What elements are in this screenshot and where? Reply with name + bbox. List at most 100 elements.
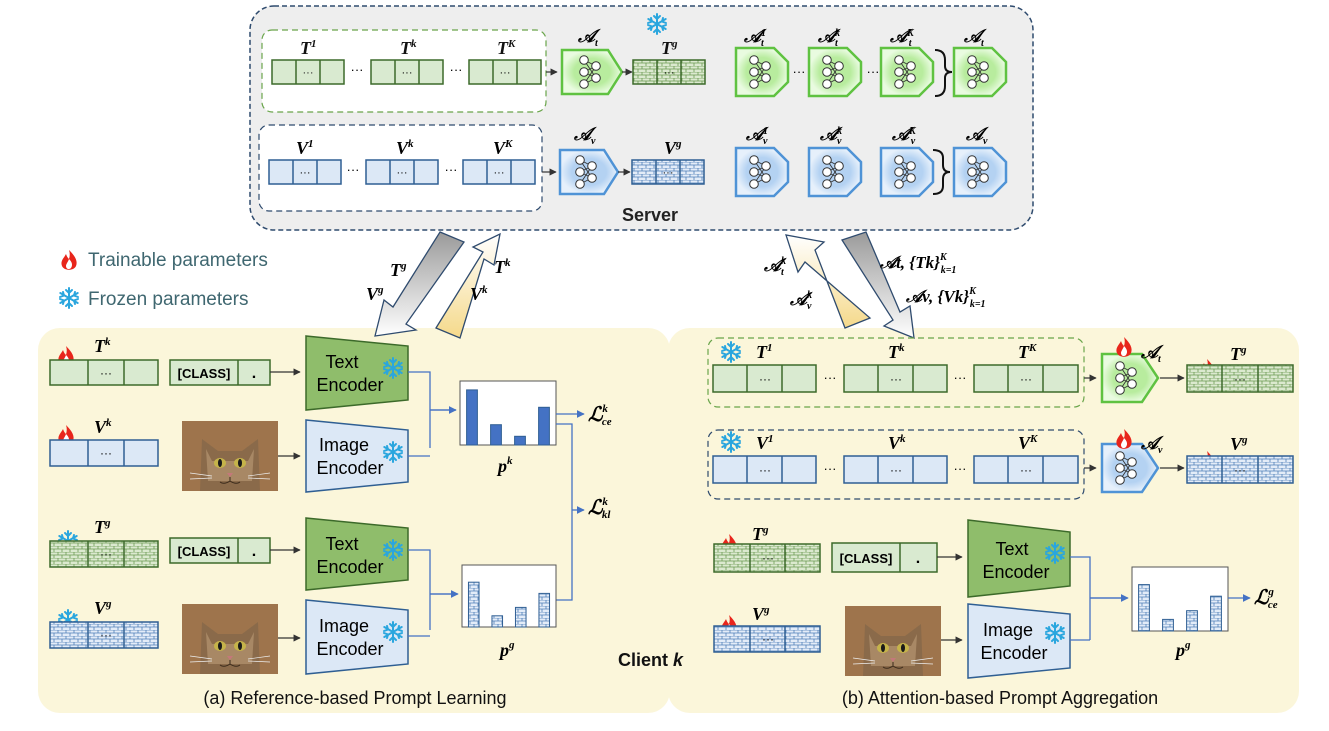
ellipsis: ··· bbox=[347, 162, 360, 177]
text-attention-aggregated bbox=[952, 46, 1008, 98]
bar bbox=[538, 406, 550, 446]
svg-text:Image: Image bbox=[319, 616, 369, 636]
server-visual-attention-label: 𝒜v bbox=[573, 124, 597, 147]
legend-trainable: Trainable parameters bbox=[88, 250, 268, 271]
server-text-attention-label: 𝒜t bbox=[577, 26, 601, 49]
svg-text:···: ··· bbox=[100, 366, 112, 380]
class-token-box: [CLASS] . bbox=[169, 359, 271, 386]
client-b-visual-attention-label: 𝒜v bbox=[1140, 433, 1164, 456]
ellipsis: ··· bbox=[954, 370, 967, 385]
server-global-visual-prompt: ··· Vg bbox=[631, 138, 705, 185]
svg-text:Image: Image bbox=[319, 435, 369, 455]
chart-pk-label: pk bbox=[496, 455, 513, 476]
svg-text:Vg: Vg bbox=[752, 604, 770, 624]
svg-text:VK: VK bbox=[1018, 433, 1038, 453]
text-encoder-b: Text Encoder bbox=[967, 519, 1071, 598]
svg-text:···: ··· bbox=[402, 67, 413, 79]
svg-text:···: ··· bbox=[663, 167, 674, 179]
server-visual-attention-module bbox=[558, 148, 620, 196]
class-token-box: [CLASS] . bbox=[169, 537, 271, 564]
client-b-global-text-prompt: ··· Tg bbox=[1186, 344, 1294, 393]
visual-attention-K bbox=[879, 146, 935, 198]
svg-text:Text: Text bbox=[325, 352, 358, 372]
caption-b: (b) Attention-based Prompt Aggregation bbox=[842, 688, 1158, 708]
bar bbox=[1138, 584, 1150, 632]
svg-text:Vg: Vg bbox=[664, 138, 682, 158]
svg-text:Vg: Vg bbox=[1230, 434, 1248, 454]
ellipsis: ··· bbox=[450, 62, 463, 77]
visual-attention-1 bbox=[734, 146, 790, 198]
ellipsis: ··· bbox=[445, 162, 458, 177]
arrow-server-to-client-left bbox=[374, 231, 465, 337]
svg-text:Vk: Vk bbox=[888, 433, 906, 453]
bar bbox=[514, 435, 526, 446]
svg-text:T1: T1 bbox=[300, 38, 317, 58]
svg-text:···: ··· bbox=[762, 632, 774, 646]
ellipsis: ··· bbox=[351, 62, 364, 77]
svg-text:Tg: Tg bbox=[94, 517, 111, 537]
svg-text:···: ··· bbox=[890, 372, 902, 386]
arrow-server-to-client-right bbox=[841, 231, 915, 340]
text-attention-1 bbox=[734, 46, 790, 98]
text-attention-agg-label: 𝒜t bbox=[963, 26, 987, 49]
svg-text:V1: V1 bbox=[756, 433, 774, 453]
svg-text:Image: Image bbox=[983, 620, 1033, 640]
bar bbox=[467, 581, 480, 628]
svg-text:Vk: Vk bbox=[94, 417, 112, 437]
svg-text:···: ··· bbox=[100, 446, 112, 460]
text-attention-K bbox=[879, 46, 935, 98]
arrow-client-to-server-left bbox=[435, 232, 501, 339]
svg-text:Text: Text bbox=[325, 534, 358, 554]
svg-text:···: ··· bbox=[500, 67, 511, 79]
bar bbox=[514, 606, 527, 628]
svg-text:···: ··· bbox=[1020, 372, 1032, 386]
cat-image bbox=[181, 420, 279, 492]
svg-text:···: ··· bbox=[1234, 463, 1246, 477]
svg-text:[CLASS]: [CLASS] bbox=[178, 366, 231, 381]
client-text-prompt-group bbox=[707, 337, 1085, 408]
svg-text:[CLASS]: [CLASS] bbox=[178, 544, 231, 559]
svg-text:[CLASS]: [CLASS] bbox=[840, 551, 893, 566]
bar bbox=[1186, 610, 1198, 632]
svg-text:Tk: Tk bbox=[888, 342, 905, 362]
server-global-text-prompt: ··· Tg bbox=[632, 38, 706, 85]
server-text-prompt-tK: ··· TK bbox=[468, 38, 542, 85]
client-global-visual-prompt-a: ··· Vg bbox=[49, 598, 159, 649]
arrow-label-Tk: Tk bbox=[494, 257, 511, 277]
svg-text:Tk: Tk bbox=[94, 336, 111, 356]
chart-pk-bars bbox=[466, 389, 550, 446]
client-b-text-prompt-t1: ··· T1 bbox=[712, 342, 817, 393]
svg-text:Tg: Tg bbox=[661, 38, 678, 58]
visual-attention-aggregated bbox=[952, 146, 1008, 198]
image-encoder-a1: Image Encoder bbox=[305, 419, 409, 493]
server-text-prompt-tk: ··· Tk bbox=[370, 38, 444, 85]
brace bbox=[934, 49, 953, 97]
snowflake-icon bbox=[59, 287, 79, 309]
svg-text:Text: Text bbox=[995, 539, 1028, 559]
svg-text:Vk: Vk bbox=[396, 138, 414, 158]
client-b-global-visual-prompt: ··· Vg bbox=[1186, 434, 1294, 484]
client-b-visual-prompt-v1: ··· V1 bbox=[712, 433, 817, 484]
visual-attention-agg-label: 𝒜v bbox=[965, 124, 989, 147]
svg-text:Encoder: Encoder bbox=[316, 639, 383, 659]
svg-text:···: ··· bbox=[397, 167, 408, 179]
svg-text:···: ··· bbox=[1234, 372, 1246, 386]
svg-text:Encoder: Encoder bbox=[316, 458, 383, 478]
image-encoder-a2: Image Encoder bbox=[305, 599, 409, 675]
client-b-text-prompt-tk: ··· Tk bbox=[843, 342, 948, 393]
bar bbox=[1210, 595, 1222, 632]
client-b-visual-prompt-vK: ··· VK bbox=[973, 433, 1079, 484]
caption-a: (a) Reference-based Prompt Learning bbox=[203, 688, 506, 708]
svg-text:Encoder: Encoder bbox=[982, 562, 1049, 582]
chart-pg-b-label: pg bbox=[1174, 639, 1191, 660]
text-encoder-a2: Text Encoder bbox=[305, 517, 409, 591]
